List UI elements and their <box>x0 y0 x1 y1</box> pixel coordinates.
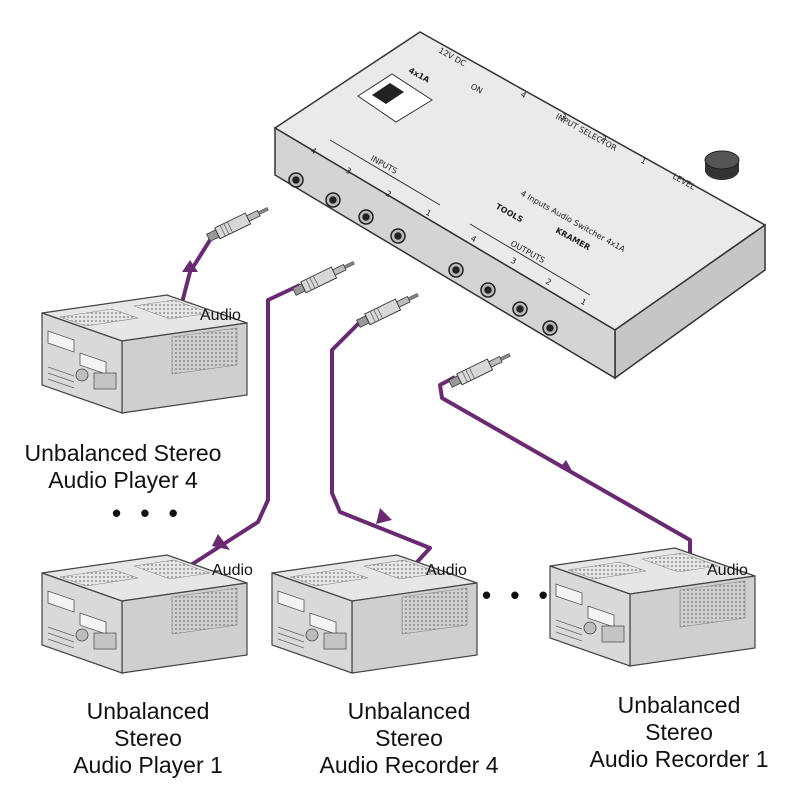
output-num-1: 1 <box>579 297 588 307</box>
caption-line: Stereo <box>114 725 182 751</box>
cable-recorder1 <box>438 375 692 568</box>
caption-line: Audio Player 1 <box>73 752 223 778</box>
audio-label-recorder4: Audio <box>426 562 467 579</box>
input-num-2: 2 <box>384 189 393 199</box>
plug-input-1 <box>291 256 357 298</box>
selector-num-4: 4 <box>519 90 528 100</box>
ellipsis-recorders: • • • <box>482 580 554 610</box>
caption-line: Audio Player 4 <box>48 467 198 493</box>
output-num-2: 2 <box>544 277 553 287</box>
caption-line: Stereo <box>375 725 443 751</box>
output-jacks <box>448 262 558 336</box>
output-num-4: 4 <box>469 234 478 244</box>
input-num-4: 4 <box>309 146 318 156</box>
caption-audio-player-4: Unbalanced Stereo Audio Player 4 <box>0 440 246 494</box>
caption-line: Unbalanced <box>347 698 471 724</box>
selector-num-3: 3 <box>559 112 568 122</box>
selector-num-2: 2 <box>599 134 608 144</box>
input-jacks <box>288 172 406 244</box>
caption-line: Stereo <box>645 719 713 745</box>
audio-label-player4: Audio <box>200 307 241 324</box>
plug-output-1 <box>447 348 513 390</box>
audio-label-recorder1: Audio <box>707 562 748 579</box>
caption-line: Audio Recorder 4 <box>319 752 499 778</box>
output-num-3: 3 <box>509 256 518 266</box>
audio-switcher-device: 4x1A 12V DC ON INPUT SELECTOR 4 3 2 1 LE… <box>273 31 767 380</box>
plug-input-4 <box>205 202 271 244</box>
input-num-1: 1 <box>424 208 433 218</box>
selector-num-1: 1 <box>639 156 648 166</box>
caption-audio-recorder-1: Unbalanced Stereo Audio Recorder 1 <box>562 692 796 773</box>
caption-line: Unbalanced <box>86 698 210 724</box>
caption-line: Unbalanced <box>617 692 741 718</box>
plug-output-4 <box>355 288 421 330</box>
caption-audio-player-1: Unbalanced Stereo Audio Player 1 <box>38 698 258 779</box>
caption-line: Unbalanced Stereo <box>24 440 222 466</box>
audio-label-player1: Audio <box>212 562 253 579</box>
caption-audio-recorder-4: Unbalanced Stereo Audio Recorder 4 <box>292 698 526 779</box>
caption-line: Audio Recorder 1 <box>589 746 769 772</box>
ellipsis-players: • • • <box>112 498 184 528</box>
cable-recorder4 <box>330 320 432 574</box>
input-num-3: 3 <box>344 166 353 176</box>
cable-player1 <box>178 283 301 574</box>
cable-arrows <box>182 260 575 550</box>
